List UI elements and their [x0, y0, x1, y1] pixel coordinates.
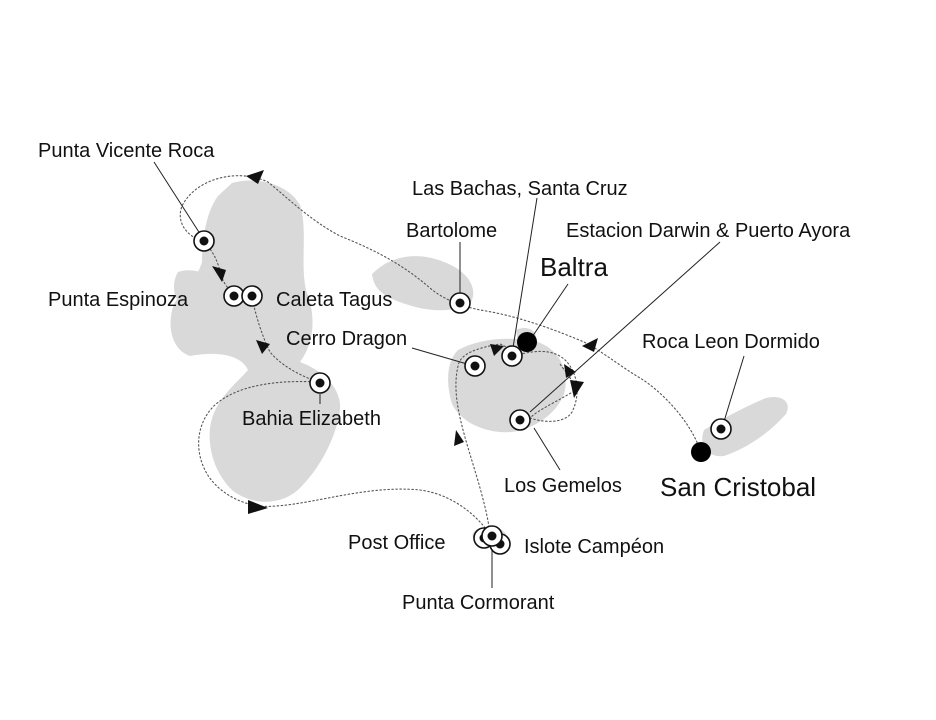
- label-los-gemelos: Los Gemelos: [504, 475, 622, 497]
- island-fernandina: [173, 270, 222, 314]
- marker-bartolome: [449, 292, 471, 314]
- label-bahia-elizabeth: Bahia Elizabeth: [242, 408, 381, 430]
- arrow-icon: [570, 380, 584, 398]
- arrow-icon: [246, 170, 264, 184]
- marker-las-bachas: [501, 345, 523, 367]
- port-san-cristobal: [691, 442, 711, 462]
- arrow-icon: [454, 430, 464, 446]
- place-labels: Punta Vicente Roca Las Bachas, Santa Cru…: [38, 140, 851, 614]
- label-baltra: Baltra: [540, 252, 608, 282]
- marker-caleta-tagus: [241, 285, 263, 307]
- label-las-bachas: Las Bachas, Santa Cruz: [412, 178, 628, 200]
- label-punta-cormorant: Punta Cormorant: [402, 592, 555, 614]
- route-arrows: [212, 170, 598, 514]
- island-isabela: [170, 180, 341, 502]
- label-punta-espinoza: Punta Espinoza: [48, 289, 189, 311]
- island-santiago: [372, 256, 474, 311]
- arrow-icon: [564, 364, 576, 378]
- label-caleta-tagus: Caleta Tagus: [276, 289, 392, 311]
- marker-roca-leon-dormido: [710, 418, 732, 440]
- arrow-icon: [212, 266, 226, 282]
- marker-los-gemelos: [509, 409, 531, 431]
- marker-cerro-dragon: [464, 355, 486, 377]
- label-san-cristobal: San Cristobal: [660, 472, 816, 502]
- arrow-icon: [582, 338, 598, 352]
- route-line: [179, 175, 701, 537]
- leader-cerro-dragon: [411, 347, 475, 367]
- leader-roca-leon-dormido: [721, 355, 745, 429]
- marker-bahia-elizabeth: [309, 372, 331, 394]
- marker-punta-cormorant: [481, 525, 503, 547]
- label-post-office: Post Office: [348, 532, 445, 554]
- label-estacion-darwin: Estacion Darwin & Puerto Ayora: [566, 220, 851, 242]
- port-baltra: [517, 332, 537, 352]
- label-islote-campeon: Islote Campéon: [524, 536, 664, 558]
- leader-las-bachas: [511, 197, 538, 355]
- label-punta-vicente-roca: Punta Vicente Roca: [38, 140, 215, 162]
- stop-markers: [193, 230, 732, 555]
- leader-baltra: [529, 283, 569, 341]
- arrow-icon: [490, 344, 504, 356]
- label-roca-leon-dormido: Roca Leon Dormido: [642, 331, 820, 353]
- leader-punta-vicente-roca: [153, 161, 205, 241]
- label-bartolome: Bartolome: [406, 220, 497, 242]
- cruise-route: [179, 175, 701, 537]
- arrow-icon: [256, 340, 270, 354]
- island-san-cristobal: [702, 396, 788, 457]
- leader-lines: [153, 161, 745, 588]
- leader-los-gemelos: [533, 427, 561, 471]
- leader-estacion-darwin: [529, 241, 721, 413]
- marker-punta-espinoza: [223, 285, 245, 307]
- arrow-icon: [248, 500, 268, 514]
- marker-punta-vicente-roca: [193, 230, 215, 252]
- label-cerro-dragon: Cerro Dragon: [286, 328, 407, 350]
